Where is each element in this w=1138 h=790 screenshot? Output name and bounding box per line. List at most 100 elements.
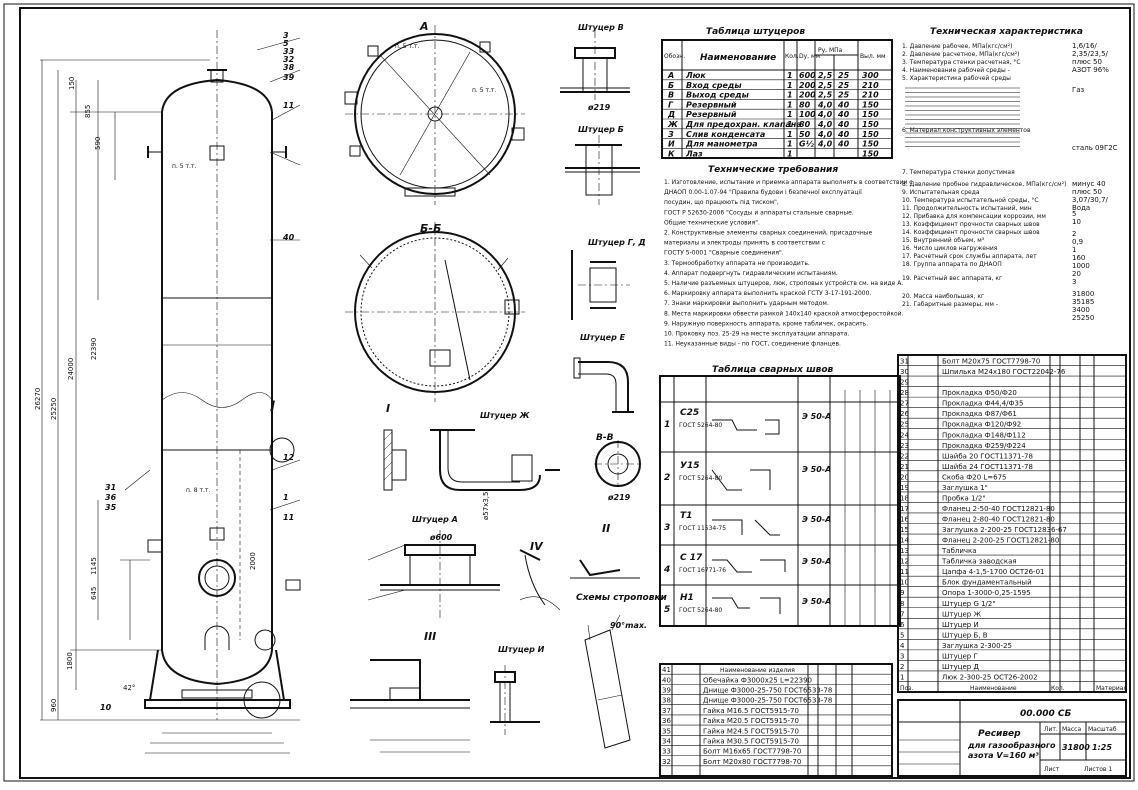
spec-name: Люк 2-300-25 ОСТ26-2002: [942, 673, 1038, 681]
detail-iv-slinging: [519, 549, 640, 749]
section-vv-label: В-В: [596, 433, 614, 443]
spec-name: Фланец 2-200-25 ГОСТ12821-80: [942, 537, 1059, 545]
spec-lower-name: Днище Ф3000-25-750 ГОСТ6533-78: [703, 697, 832, 705]
dim-855: 855: [84, 105, 92, 118]
spec-pos: 10: [900, 579, 909, 587]
detail-i-label: I: [386, 402, 390, 415]
detail-iii-label: III: [424, 630, 436, 643]
weld-number: 2: [664, 473, 670, 483]
spec-lower-pos: 37: [662, 707, 671, 715]
spec-name: Штуцер Д: [942, 663, 979, 671]
weld-code: У15: [680, 461, 699, 471]
weld-number: 5: [664, 605, 670, 615]
spec-name: Шпилька М24х180 ГОСТ22042-76: [942, 368, 1066, 376]
nozzle-i-title: Штуцер И: [498, 645, 545, 654]
nozzle-code: А: [667, 71, 674, 80]
dim-590: 590: [94, 137, 102, 150]
spec-name: Заглушка 2-300-25: [942, 642, 1012, 650]
nozzle-name: Для предохран. клапана: [685, 120, 802, 129]
weld-electrode: Э 50-А: [802, 465, 831, 474]
vv-dia: ø219: [607, 493, 631, 502]
requirement-line: 7. Знаки маркировки выполнить ударным ме…: [664, 300, 829, 307]
nozzle-p: 4,0: [817, 130, 833, 139]
spec-name: Фланец 2-80-40 ГОСТ12821-80: [942, 516, 1055, 524]
weld-code: С25: [680, 408, 699, 418]
dim-2000: 2000: [249, 552, 257, 570]
tech-char-value: 1,6/16/: [1072, 42, 1097, 50]
callout-number: 11: [283, 101, 294, 110]
tech-char-value: 10: [1072, 218, 1081, 226]
outer-frame: [3, 3, 1135, 782]
spec-name: Заглушка 2-200-25 ГОСТ12836-67: [942, 526, 1067, 534]
spec-name: Прокладка Ф87/Ф61: [942, 410, 1017, 418]
nozzle-name: Для манометра: [685, 140, 758, 149]
spec-name: Прокладка Ф50/Ф20: [942, 389, 1017, 397]
spec-lower-pos: 36: [662, 717, 671, 725]
weld-std: ГОСТ 11534-75: [679, 525, 726, 532]
nozzle-p: 4,0: [817, 140, 833, 149]
spec-pos: 29: [900, 379, 909, 387]
nozzle-e-title: Штуцер Е: [580, 333, 626, 342]
requirement-line: 1. Изготовление, испытание и приемка апп…: [664, 179, 913, 186]
weld-code: Н1: [680, 593, 694, 603]
spec-pos: 9: [900, 589, 904, 597]
section-bb: [345, 222, 525, 402]
nozzle-dy: G½: [799, 140, 815, 149]
tech-char-title: Техническая характеристика: [930, 27, 1083, 37]
nozzle-p: 4,0: [817, 100, 833, 109]
nozzle-qty: 1: [787, 71, 793, 80]
scale-value: 1:25: [1092, 743, 1112, 752]
tech-char-value: 20: [1072, 270, 1081, 278]
weld-electrode: Э 50-А: [802, 597, 831, 606]
tech-char-value: 0,9: [1072, 238, 1083, 246]
tech-char-panel: 1. Давление рабочее, МПа(кгс/см²)2. Давл…: [902, 42, 1118, 322]
spec-pos: 8: [900, 600, 904, 608]
nozzle-h: 150: [862, 100, 879, 109]
spec-pos: 17: [900, 505, 909, 513]
requirement-line: 10. Проковку поз. 25-29 на месте эксплуа…: [664, 331, 849, 338]
note-p5-viewa-right: п. 5 т.т.: [472, 87, 496, 94]
nozzle-head-pres: Py, МПа: [818, 47, 843, 54]
weld-std: ГОСТ 5264-80: [679, 422, 722, 429]
weld-number: 1: [664, 420, 670, 430]
nozzle-zh-title: Штуцер Ж: [480, 411, 530, 420]
nozzle-p2: 40: [837, 100, 850, 109]
weld-electrode: Э 50-А: [802, 557, 831, 566]
nozzle-code: Ж: [667, 120, 678, 129]
nozzle-qty: 1: [787, 149, 793, 158]
spec-name: Штуцер И: [942, 621, 979, 629]
spec-name: Шайба 24 ГОСТ11371-78: [942, 463, 1033, 471]
weld-code: Т1: [680, 511, 692, 521]
weld-std: ГОСТ 5264-80: [679, 607, 722, 614]
tech-char-value: 2: [1072, 230, 1076, 238]
dim-25250: 25250: [50, 398, 58, 420]
weld-number: 3: [664, 523, 670, 533]
spec-lower-name: Гайка М16.5 ГОСТ5915-70: [703, 707, 799, 715]
nozzle-qty: 1: [787, 130, 793, 139]
requirement-line: 4. Аппарат подвергнуть гидравлическим ис…: [664, 270, 838, 277]
spec-pos: 18: [900, 494, 909, 502]
nozzle-name: Лаз: [685, 149, 703, 158]
tech-char-line: 17. Расчетный срок службы аппарата, лет: [902, 253, 1037, 260]
dim-960: 960: [50, 699, 58, 712]
nozzle-code: И: [668, 140, 675, 149]
spec-pos: 22: [900, 452, 909, 460]
dim-150: 150: [68, 77, 76, 90]
spec-head-pos: Поз.: [900, 685, 913, 692]
tech-char-line: 20. Масса наибольшая, кг: [902, 293, 984, 300]
spec-name: Прокладка Ф120/Ф92: [942, 421, 1021, 429]
callout-number: 33: [283, 47, 295, 56]
spec-pos: 3: [900, 652, 904, 660]
nozzle-v-title: Штуцер В: [578, 23, 624, 32]
tech-char-line: 1. Давление рабочее, МПа(кгс/см²): [902, 43, 1012, 50]
doc-number: 00.000 СБ: [1020, 709, 1071, 719]
tech-char-value: 35185: [1072, 298, 1094, 306]
callout-number: 10: [100, 703, 112, 712]
slinging-label: Схемы строповки: [576, 593, 668, 603]
sheets-label: Листов 1: [1084, 766, 1112, 773]
